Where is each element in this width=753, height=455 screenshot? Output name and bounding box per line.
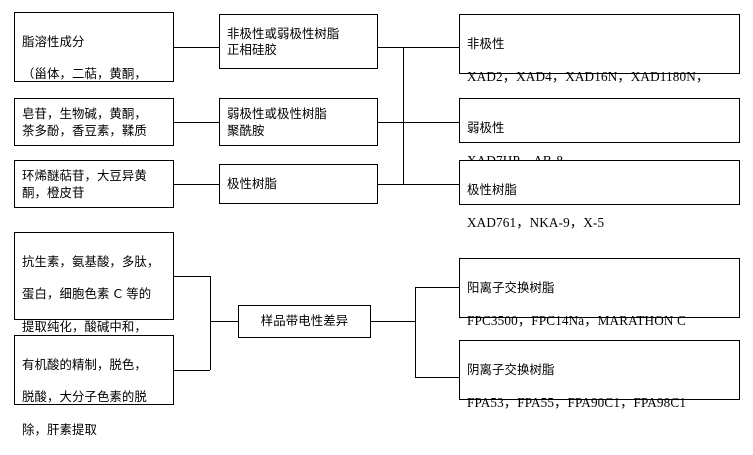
node-line: 有机酸的精制，脱色， bbox=[22, 356, 147, 372]
node-line: 酮，橙皮苷 bbox=[22, 184, 85, 200]
node-hub-charge-difference: 样品带电性差异 bbox=[238, 305, 371, 338]
node-tgt-weakpolar: 弱极性 XAD7HP，AB-8 bbox=[459, 98, 740, 168]
connector-resin-trunk bbox=[403, 47, 404, 184]
connector-hub-to-bus bbox=[371, 321, 415, 322]
node-mid-weakpolar-resin: 弱极性或极性树脂 聚酰胺 bbox=[219, 98, 378, 146]
node-line: （甾体，二萜，黄酮， bbox=[22, 66, 147, 82]
node-line: 除，肝素提取 bbox=[22, 422, 97, 438]
node-heading: 非极性 bbox=[467, 35, 505, 51]
node-line: 弱极性或极性树脂 bbox=[227, 106, 327, 122]
node-src-organic-acid: 有机酸的精制，脱色， 脱酸，大分子色素的脱 除，肝素提取 bbox=[14, 335, 174, 437]
node-line: 脱酸，大分子色素的脱 bbox=[22, 389, 147, 405]
node-src-antibiotics: 抗生素，氨基酸，多肽， 蛋白，细胞色素 C 等的 提取纯化，酸碱中和， 金属回收 bbox=[14, 232, 174, 367]
connector-mid-nonpolar-stub bbox=[378, 47, 459, 48]
node-mid-polar-resin: 极性树脂 bbox=[219, 164, 378, 204]
connector-src-organic-acid-stub bbox=[174, 370, 210, 371]
connector-src-saponin-to-mid bbox=[174, 122, 219, 123]
node-heading: 阳离子交换树脂 bbox=[467, 279, 555, 295]
node-tgt-nonpolar: 非极性 XAD2，XAD4，XAD16N，XAD1180N， HP20，SP82… bbox=[459, 14, 740, 118]
node-line: 抗生素，氨基酸，多肽， bbox=[22, 253, 160, 269]
connector-mid-polar-stub bbox=[378, 184, 459, 185]
node-line: 正相硅胶 bbox=[227, 42, 277, 57]
connector-src-iridoid-to-mid bbox=[174, 184, 219, 185]
connector-bottom-left-bus bbox=[210, 276, 211, 370]
node-src-liposoluble: 脂溶性成分 （甾体，二萜，黄酮， 香豆素，生物碱） bbox=[14, 12, 174, 114]
diagram-canvas: 脂溶性成分 （甾体，二萜，黄酮， 香豆素，生物碱） 皂苷，生物碱，黄酮， 茶多酚… bbox=[14, 12, 740, 437]
node-line: 极性树脂 bbox=[227, 176, 277, 192]
node-heading: 阴离子交换树脂 bbox=[467, 361, 555, 377]
node-line: 茶多酚，香豆素，鞣质 bbox=[22, 122, 147, 138]
node-line: 蛋白，细胞色素 C 等的 bbox=[22, 286, 152, 302]
node-src-iridoid: 环烯醚萜苷，大豆异黄 酮，橙皮苷 bbox=[14, 160, 174, 208]
connector-mid-weakpolar-stub bbox=[378, 122, 459, 123]
connector-src-antibiotics-stub bbox=[174, 276, 210, 277]
connector-bus-to-anion bbox=[415, 377, 459, 378]
node-src-saponin: 皂苷，生物碱，黄酮， 茶多酚，香豆素，鞣质 bbox=[14, 98, 174, 146]
node-heading: 极性树脂 bbox=[467, 181, 517, 197]
node-line: 非极性或弱极性树脂 bbox=[227, 25, 340, 41]
node-heading: 弱极性 bbox=[467, 119, 505, 135]
node-line: 脂溶性成分 bbox=[22, 33, 85, 49]
node-line: XAD761，NKA-9，X-5 bbox=[467, 215, 605, 231]
node-line: XAD2，XAD4，XAD16N，XAD1180N， bbox=[467, 69, 710, 85]
node-line: 环烯醚萜苷，大豆异黄 bbox=[22, 168, 147, 184]
connector-src-liposoluble-to-mid bbox=[174, 47, 219, 48]
node-tgt-cation-resin: 阳离子交换树脂 FPC3500，FPC14Na，MARATHON C bbox=[459, 258, 740, 328]
connector-bus-to-hub bbox=[210, 321, 238, 322]
node-line: 聚酰胺 bbox=[227, 122, 265, 138]
connector-bus-to-cation bbox=[415, 287, 459, 288]
node-tgt-polar: 极性树脂 XAD761，NKA-9，X-5 bbox=[459, 160, 740, 230]
node-line: FPC3500，FPC14Na，MARATHON C bbox=[467, 313, 686, 329]
node-mid-nonpolar-resin: 非极性或弱极性树脂 正相硅胶 bbox=[219, 14, 378, 69]
node-line: FPA53，FPA55，FPA90C1，FPA98C1 bbox=[467, 395, 687, 411]
node-line: 皂苷，生物碱，黄酮， bbox=[22, 106, 147, 122]
hub-label: 样品带电性差异 bbox=[260, 313, 349, 329]
node-line: 提取纯化，酸碱中和， bbox=[22, 319, 147, 335]
node-tgt-anion-resin: 阴离子交换树脂 FPA53，FPA55，FPA90C1，FPA98C1 bbox=[459, 340, 740, 410]
connector-bottom-right-bus bbox=[415, 287, 416, 377]
